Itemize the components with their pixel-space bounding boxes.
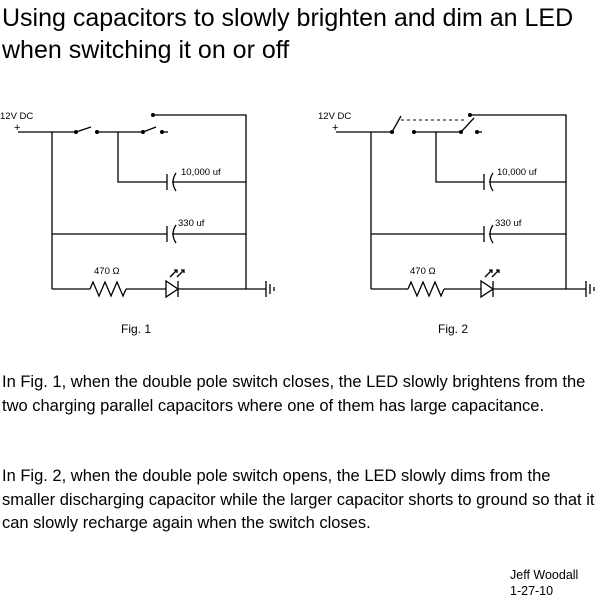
fig1-caption: Fig. 1 [121,322,151,336]
fig2-resistor [407,280,445,298]
fig1-node [74,130,78,134]
fig1-ground-icon [265,281,275,297]
fig2-switch-pole-2 [460,117,475,133]
fig2-node [475,130,479,134]
fig2-node [412,130,416,134]
paragraph-fig2-explanation: In Fig. 2, when the double pole switch o… [2,467,595,532]
fig1-resistor [89,280,127,298]
fig2-caption: Fig. 2 [438,322,468,336]
fig1-led-light-icon [169,269,185,278]
fig1-large-cap-wire-left [117,132,167,183]
fig1-led-body [165,279,180,299]
fig2-switch-pole-1 [391,115,402,133]
fig2-led-body [480,279,495,299]
fig2-right-rail [470,114,567,289]
author-name: Jeff Woodall [510,568,579,582]
fig1-small-cap-label: 330 uf [178,218,205,229]
fig2-supply-label: 12V DC [318,111,351,122]
fig2-resistor-label: 470 Ω [410,266,436,277]
fig2-large-cap-wire-left [435,132,484,183]
fig1-resistor-label: 470 Ω [94,266,120,277]
fig2-node [468,113,472,117]
fig2-led-light-icon [484,269,500,278]
fig1-node [160,130,164,134]
paragraph-fig1-explanation: In Fig. 1, when the double pole switch c… [2,373,586,415]
fig1-node [95,130,99,134]
fig2-node [459,130,463,134]
fig1-node [141,130,145,134]
author-date: 1-27-10 [510,584,554,598]
fig2-ground-icon [585,281,595,297]
fig2-small-cap-label: 330 uf [495,218,522,229]
fig2-large-cap-label: 10,000 uf [497,167,537,178]
fig1-switch-pole-2 [142,126,157,133]
fig1-switch-pole-1 [75,126,92,133]
fig1-supply-label: 12V DC [0,111,33,122]
fig1-right-rail [153,114,247,289]
circuit-diagrams: 12V DC + 10,000 uf 330 uf 470 Ω [0,111,595,336]
fig1-large-cap-label: 10,000 uf [181,167,221,178]
author-block: Jeff Woodall 1-27-10 [510,567,578,599]
fig2-node [390,130,394,134]
fig2-circuit: 12V DC + 10,000 uf 330 uf 470 Ω [318,111,595,336]
page-title: Using capacitors to slowly brighten and … [2,4,574,64]
fig1-plus-sign: + [14,122,20,134]
fig1-node [151,113,155,117]
fig2-plus-sign: + [332,122,338,134]
fig1-circuit: 12V DC + 10,000 uf 330 uf 470 Ω [0,111,275,336]
